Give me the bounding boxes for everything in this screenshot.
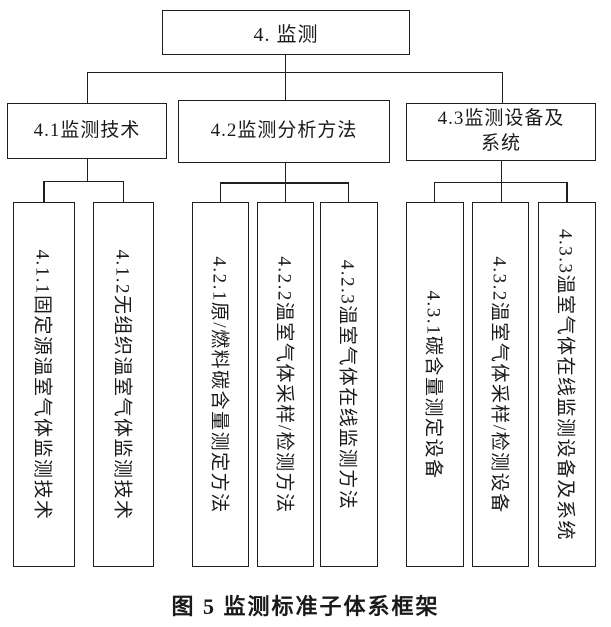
connector-line	[86, 159, 88, 182]
connector-line	[284, 72, 286, 100]
leaf-node-label: 4.3.3温室气体在线监测设备及系统	[554, 228, 576, 541]
leaf-node-4-3-2: 4.3.2温室气体采样/检测设备	[472, 202, 529, 567]
connector-line	[284, 163, 286, 183]
connector-line	[501, 72, 503, 103]
connector-line	[43, 181, 45, 203]
connector-line	[87, 71, 503, 73]
leaf-node-label: 4.2.1原/燃料碳含量测定方法	[208, 255, 229, 514]
connector-line	[43, 180, 124, 182]
connector-line	[284, 55, 286, 72]
leaf-node-label: 4.1.1固定源温室气体监测技术	[31, 248, 53, 521]
leaf-node-4-2-1: 4.2.1原/燃料碳含量测定方法	[192, 202, 249, 567]
branch-node-label: 4.2监测分析方法	[210, 120, 358, 142]
connector-line	[219, 183, 221, 203]
figure-caption: 图 5 监测标准子体系框架	[171, 594, 440, 619]
leaf-node-label: 4.2.2温室气体采样/检测方法	[273, 255, 294, 514]
connector-line	[500, 161, 502, 182]
branch-node-4-2: 4.2监测分析方法	[178, 100, 390, 163]
root-node-label: 4. 监测	[253, 24, 319, 46]
leaf-node-4-1-2: 4.1.2无组织温室气体监测技术	[93, 202, 154, 567]
leaf-node-4-3-3: 4.3.3温室气体在线监测设备及系统	[538, 202, 596, 567]
connector-line	[219, 182, 349, 184]
branch-node-label: 4.1监测技术	[33, 119, 141, 141]
leaf-node-4-2-2: 4.2.2温室气体采样/检测方法	[257, 202, 314, 567]
leaf-node-4-3-1: 4.3.1碳含量测定设备	[406, 202, 464, 567]
connector-line	[284, 183, 286, 203]
leaf-node-label: 4.3.1碳含量测定设备	[422, 289, 444, 480]
connector-line	[86, 72, 88, 103]
connector-line	[500, 182, 502, 203]
leaf-node-label: 4.2.3温室气体在线监测方法	[336, 259, 358, 510]
branch-node-4-1: 4.1监测技术	[7, 103, 167, 159]
leaf-node-label: 4.3.2温室气体采样/检测设备	[488, 255, 509, 514]
root-node: 4. 监测	[162, 10, 410, 55]
connector-line	[122, 181, 124, 203]
branch-node-label: 4.3监测设备及 系统	[437, 108, 565, 154]
leaf-node-4-2-3: 4.2.3温室气体在线监测方法	[320, 202, 378, 567]
leaf-node-label: 4.1.2无组织温室气体监测技术	[111, 248, 132, 521]
branch-node-4-3: 4.3监测设备及 系统	[406, 103, 596, 161]
connector-line	[433, 182, 435, 203]
connector-line	[347, 183, 349, 203]
leaf-node-4-1-1: 4.1.1固定源温室气体监测技术	[13, 202, 75, 567]
connector-line	[566, 182, 568, 203]
